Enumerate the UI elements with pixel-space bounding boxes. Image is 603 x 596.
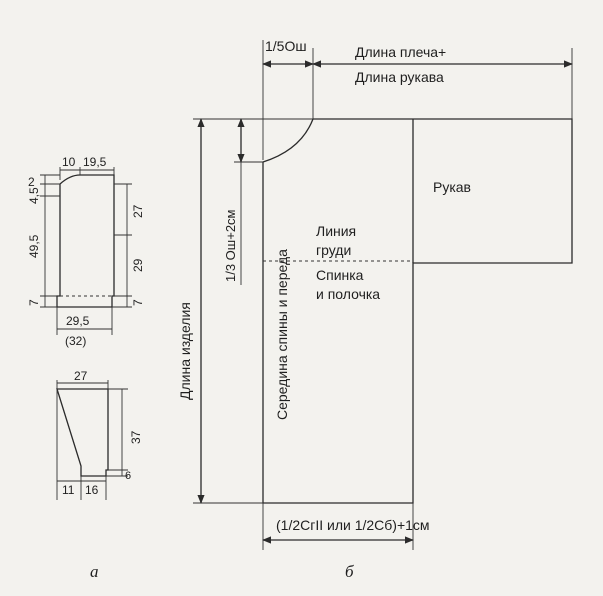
chest-line-label-1: Линия (316, 223, 356, 239)
small-sleeve-outline (56, 388, 109, 477)
main-pattern: 1/5Ош Длина плеча+ Длина рукава Длина из… (177, 38, 573, 550)
small-body-dim-7-left: 7 (27, 299, 41, 306)
small-body-dim-49-5: 49,5 (27, 234, 41, 258)
small-body-dim-29-5: 29,5 (66, 314, 90, 328)
sleeve-label: Рукав (433, 179, 471, 195)
dim-sleeve-length-label: Длина рукава (355, 69, 444, 85)
dim-neck-depth-label: 1/3 Ош+2см (223, 209, 238, 282)
small-body-dim-7-right: 7 (131, 299, 145, 306)
main-outline (262, 118, 573, 504)
small-sleeve-dim-27: 27 (74, 369, 88, 383)
small-body-dim-10: 10 (62, 155, 76, 169)
panel-label-b: б (345, 562, 354, 581)
small-body-pattern: 10 19,5 2 4,5 49,5 7 27 29 7 29,5 (32) (27, 155, 145, 348)
small-sleeve-dim-37: 37 (129, 430, 143, 444)
small-body-dim-19-5: 19,5 (83, 155, 107, 169)
small-body-outline (56, 174, 115, 308)
small-sleeve-pattern: 27 37 6 11 16 (56, 369, 143, 500)
small-sleeve-dim-16: 16 (85, 483, 99, 497)
dim-width-label: (1/2СгII или 1/2Сб)+1см (276, 517, 430, 533)
small-sleeve-dim-6: 6 (125, 470, 131, 482)
panel-label-a: а (90, 562, 99, 581)
dim-garment-length-label: Длина изделия (177, 302, 193, 400)
small-body-dim-27: 27 (131, 204, 145, 218)
center-line-label: Середина спины и переда (274, 249, 290, 420)
back-front-label-2: и полочка (316, 286, 380, 302)
small-body-dim-29: 29 (131, 258, 145, 272)
small-sleeve-dim-11: 11 (62, 483, 75, 497)
small-body-dim-4-5: 4,5 (27, 187, 41, 204)
small-body-dim-32: (32) (65, 334, 86, 348)
back-front-label-1: Спинка (316, 267, 364, 283)
dim-1-5-osh-label: 1/5Ош (265, 38, 307, 54)
small-body-dim-2: 2 (28, 175, 35, 189)
dim-shoulder-label: Длина плеча+ (355, 44, 446, 60)
chest-line-label-2: груди (316, 242, 351, 258)
